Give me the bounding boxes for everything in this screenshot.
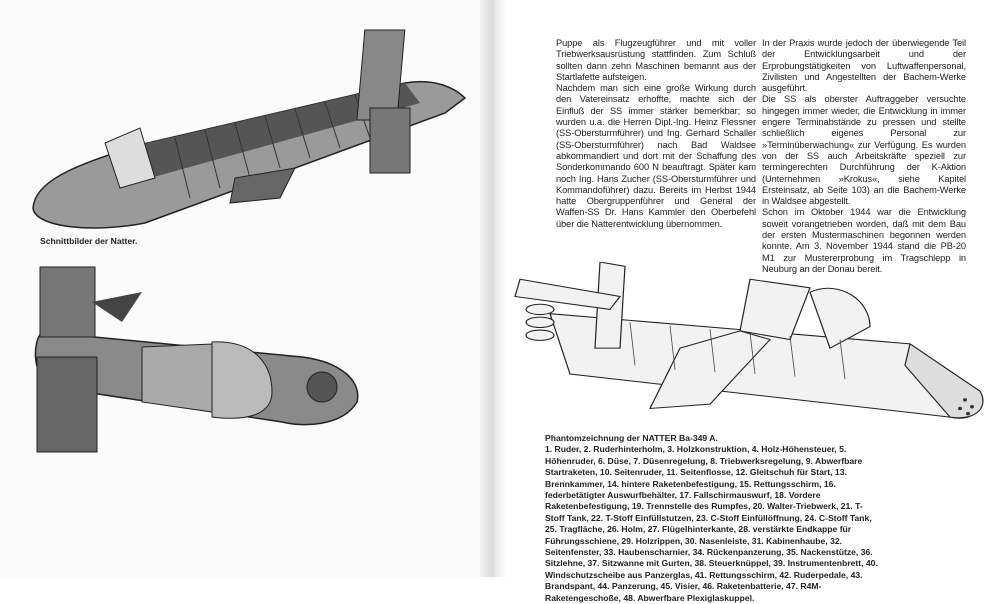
paragraph: Schon im Oktober 1944 war die Entwicklun… bbox=[762, 207, 966, 274]
paragraph: Puppe als Flugzeugführer und mit voller … bbox=[556, 38, 756, 82]
text-column-right: In der Praxis wurde jedoch der überwiege… bbox=[762, 38, 966, 275]
phantom-drawing-caption: Phantomzeichnung der NATTER Ba-349 A. 1.… bbox=[545, 433, 881, 604]
book-gutter bbox=[480, 0, 508, 577]
paragraph: Die SS als oberster Auftraggeber versuch… bbox=[762, 94, 966, 207]
cutaway-drawing-top bbox=[32, 29, 467, 229]
figure-caption-title: Phantomzeichnung der NATTER Ba-349 A. bbox=[545, 433, 718, 443]
figure-caption-legend: 1. Ruder, 2. Ruderhinterholm, 3. Holzkon… bbox=[545, 444, 878, 603]
phantom-drawing bbox=[514, 262, 984, 419]
left-figure-caption: Schnittbilder der Natter. bbox=[40, 236, 138, 246]
paragraph: In der Praxis wurde jedoch der überwiege… bbox=[762, 38, 966, 94]
cutaway-drawing-bottom bbox=[34, 266, 359, 453]
paragraph: Nachdem man sich eine große Wirkung durc… bbox=[556, 83, 756, 229]
text-column-left: Puppe als Flugzeugführer und mit voller … bbox=[556, 38, 756, 230]
